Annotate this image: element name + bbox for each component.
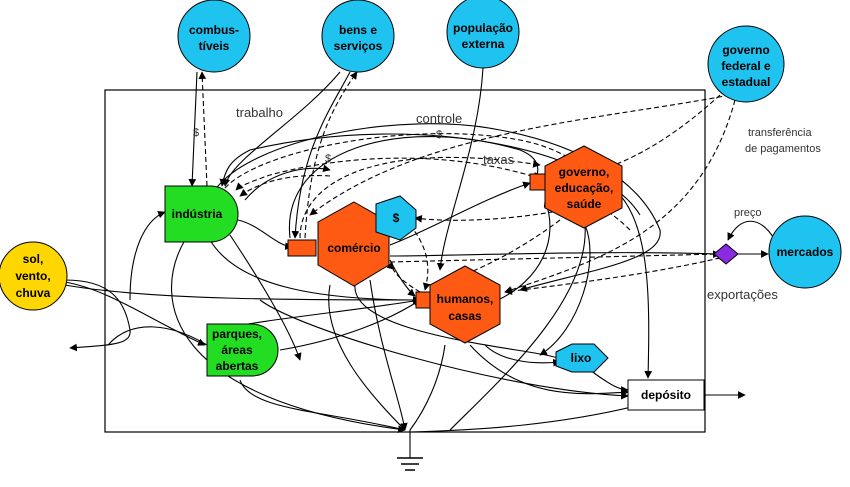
system-boundary (104, 89, 706, 433)
money-label: $ (393, 211, 400, 225)
mercados-label: mercados (777, 245, 834, 259)
parques-label-2: áreas (221, 343, 253, 357)
market-interaction (713, 243, 739, 265)
source-combustiveis: combus- tíveis (177, 0, 251, 73)
humanos-label-2: casas (448, 309, 482, 323)
flow-labels: trabalho controle taxas transferência de… (193, 105, 821, 302)
source-label-2: vento, (15, 269, 50, 283)
governo-ext-label-1: governo (722, 43, 769, 57)
bens-label-2: serviços (334, 39, 383, 53)
lixo-label: lixo (571, 351, 592, 365)
deposito-label: depósito (641, 388, 691, 402)
governo-label-3: saúde (567, 197, 602, 211)
populacao-label-2: externa (462, 37, 505, 51)
label-transferencia-1: transferência (748, 127, 812, 139)
label-controle: controle (416, 111, 462, 126)
bens-label-1: bens e (339, 23, 377, 37)
storage-deposito: depósito (627, 379, 705, 411)
governo-ext-label-3: estadual (722, 75, 771, 89)
combustiveis-label-1: combus- (189, 23, 239, 37)
producer-parques: parques, áreas abertas (206, 323, 279, 377)
storage-money: $ (375, 195, 417, 241)
money-sign-controle: $ (436, 129, 442, 141)
source-bens-servicos: bens e serviços (321, 0, 395, 73)
consumer-comercio: comércio (287, 201, 390, 287)
governo-label-2: educação, (555, 181, 614, 195)
parques-label-1: parques, (212, 327, 262, 341)
producer-industria: indústria (164, 185, 239, 243)
label-transferencia-2: de pagamentos (745, 143, 821, 155)
label-trabalho: trabalho (236, 105, 283, 120)
source-mercados: mercados (768, 215, 842, 289)
flow-lines (64, 67, 776, 458)
parques-label-3: abertas (216, 359, 259, 373)
populacao-label-1: população (453, 21, 513, 35)
source-label-3: chuva (16, 286, 51, 300)
label-exportacoes: exportações (707, 287, 778, 302)
heat-sink-icon (397, 457, 423, 471)
consumer-governo: governo, educação, saúde (529, 145, 623, 229)
humanos-label-1: humanos, (437, 292, 494, 306)
label-taxas: taxas (483, 152, 515, 167)
combustiveis-label-2: tíveis (199, 39, 230, 53)
comercio-label: comércio (327, 241, 380, 255)
label-preco: preço (734, 207, 762, 219)
consumer-humanos: humanos, casas (415, 265, 501, 344)
money-sign-combustiveis: $ (193, 127, 199, 139)
source-label-1: sol, (23, 252, 44, 266)
source-populacao-externa: população externa (446, 0, 520, 69)
governo-ext-label-2: federal e (721, 59, 771, 73)
source-sol-vento-chuva: sol, vento, chuva (0, 241, 68, 311)
money-sign-bens: $ (325, 153, 331, 165)
industria-label: indústria (172, 207, 223, 221)
source-governo-federal-estadual: governo federal e estadual (707, 25, 785, 103)
storage-lixo: lixo (555, 343, 609, 373)
governo-label-1: governo, (559, 165, 610, 179)
